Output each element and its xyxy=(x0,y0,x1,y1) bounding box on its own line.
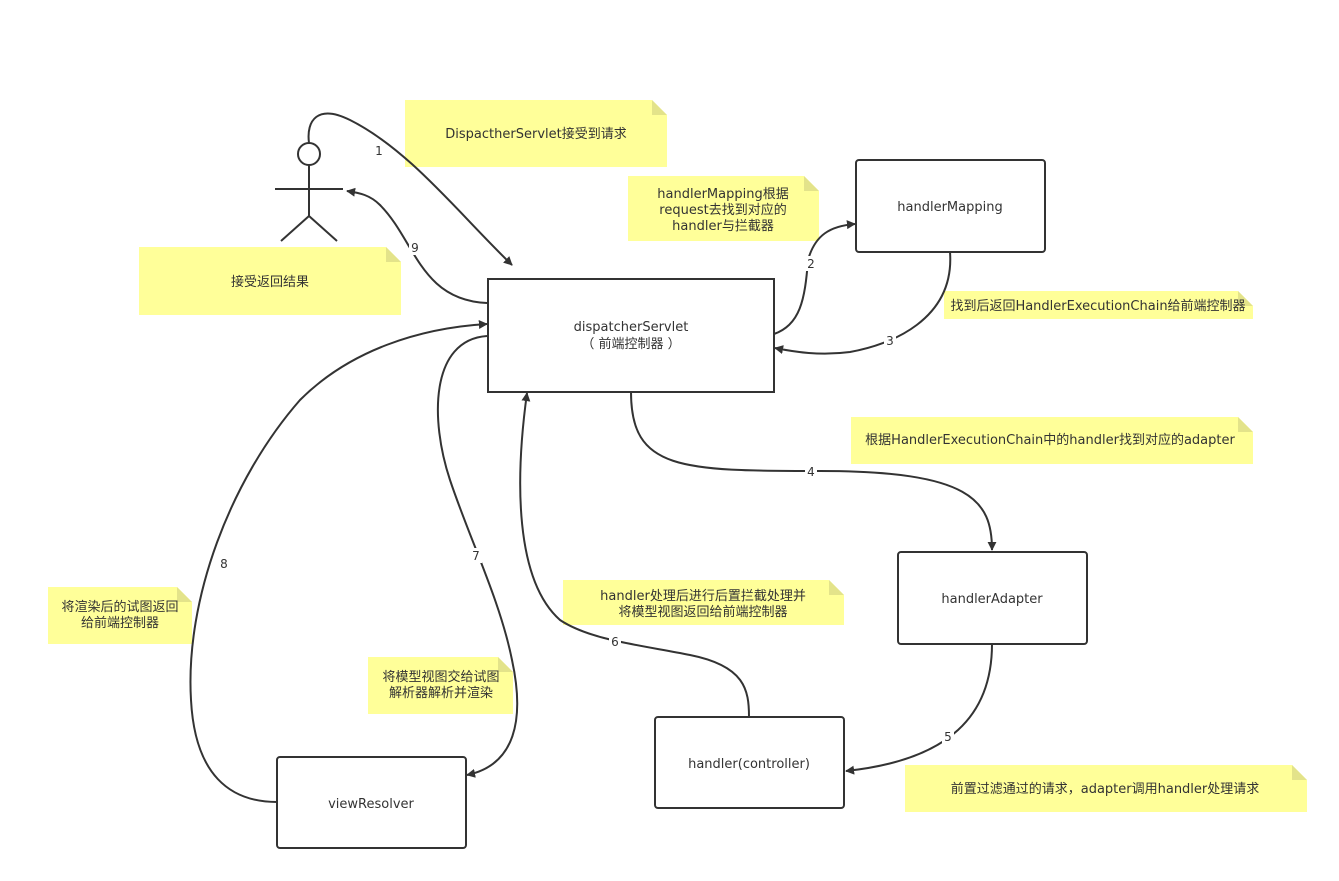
note-text-line-1: handler处理后进行后置拦截处理并 xyxy=(600,589,806,604)
note-text-line-3: handler与拦截器 xyxy=(672,219,774,234)
note-to-resolver: 将模型视图交给试图 解析器解析并渲染 xyxy=(368,657,513,714)
step-label-1: 1 xyxy=(375,144,383,158)
note-receive-result: 接受返回结果 xyxy=(139,247,401,315)
note-text-line-2: request去找到对应的 xyxy=(659,202,786,218)
step-label-4: 4 xyxy=(807,465,815,479)
edge-4-to-adapter xyxy=(630,391,997,551)
edge-5-to-handler xyxy=(845,643,993,775)
box-handler-mapping: handlerMapping xyxy=(855,159,1046,253)
note-mapping-lookup: handlerMapping根据 request去找到对应的 handler与拦… xyxy=(628,176,819,241)
note-text-line-2: 将模型视图返回给前端控制器 xyxy=(618,604,787,620)
note-return-chain: 找到后返回HandlerExecutionChain给前端控制器 xyxy=(944,291,1253,319)
note-text: DispactherServlet接受到请求 xyxy=(445,126,626,142)
edge-9-return-result xyxy=(346,187,488,304)
box-view-resolver: viewResolver xyxy=(276,756,467,849)
step-label-8: 8 xyxy=(220,557,228,571)
note-text: 找到后返回HandlerExecutionChain给前端控制器 xyxy=(950,298,1245,314)
box-label-line-1: dispatcherServlet xyxy=(574,320,689,335)
note-text-line-1: 将模型视图交给试图 xyxy=(382,669,499,685)
box-label: viewResolver xyxy=(328,797,414,812)
box-dispatcher-servlet: dispatcherServlet （ 前端控制器 ） xyxy=(487,278,775,393)
note-find-adapter: 根据HandlerExecutionChain中的handler找到对应的ada… xyxy=(851,417,1253,464)
note-text-line-2: 给前端控制器 xyxy=(81,615,159,631)
note-text: 根据HandlerExecutionChain中的handler找到对应的ada… xyxy=(865,432,1235,448)
edge-3-return-chain xyxy=(774,251,952,355)
note-adapter-call: 前置过滤通过的请求，adapter调用handler处理请求 xyxy=(905,765,1307,812)
box-label: handler(controller) xyxy=(688,757,810,772)
edge-8-view-return xyxy=(189,319,488,803)
note-text-line-1: handlerMapping根据 xyxy=(657,187,788,202)
step-label-2: 2 xyxy=(807,257,815,271)
box-handler-controller: handler(controller) xyxy=(654,716,845,809)
user-stick-figure-icon xyxy=(275,142,343,242)
note-text: 前置过滤通过的请求，adapter调用handler处理请求 xyxy=(951,781,1260,797)
note-text: 接受返回结果 xyxy=(231,274,309,290)
step-label-3: 3 xyxy=(886,334,894,348)
box-label: handlerMapping xyxy=(897,200,1002,215)
box-label-line-2: （ 前端控制器 ） xyxy=(581,336,680,352)
edge-1-request xyxy=(307,112,513,266)
note-text-line-1: 将渲染后的试图返回 xyxy=(61,599,178,615)
note-return-view: 将渲染后的试图返回 给前端控制器 xyxy=(48,587,192,644)
note-text-line-2: 解析器解析并渲染 xyxy=(389,686,493,701)
step-label-9: 9 xyxy=(411,241,419,255)
box-label: handlerAdapter xyxy=(941,592,1043,607)
note-receive-request: DispactherServlet接受到请求 xyxy=(405,100,667,167)
step-label-7: 7 xyxy=(472,549,480,563)
note-post-process: handler处理后进行后置拦截处理并 将模型视图返回给前端控制器 xyxy=(563,580,844,625)
step-labels: 1 2 3 4 5 6 7 8 9 xyxy=(218,143,954,744)
box-handler-adapter: handlerAdapter xyxy=(897,551,1088,645)
edge-6-handler-return xyxy=(519,392,750,718)
step-label-6: 6 xyxy=(611,635,619,649)
step-label-5: 5 xyxy=(944,730,952,744)
